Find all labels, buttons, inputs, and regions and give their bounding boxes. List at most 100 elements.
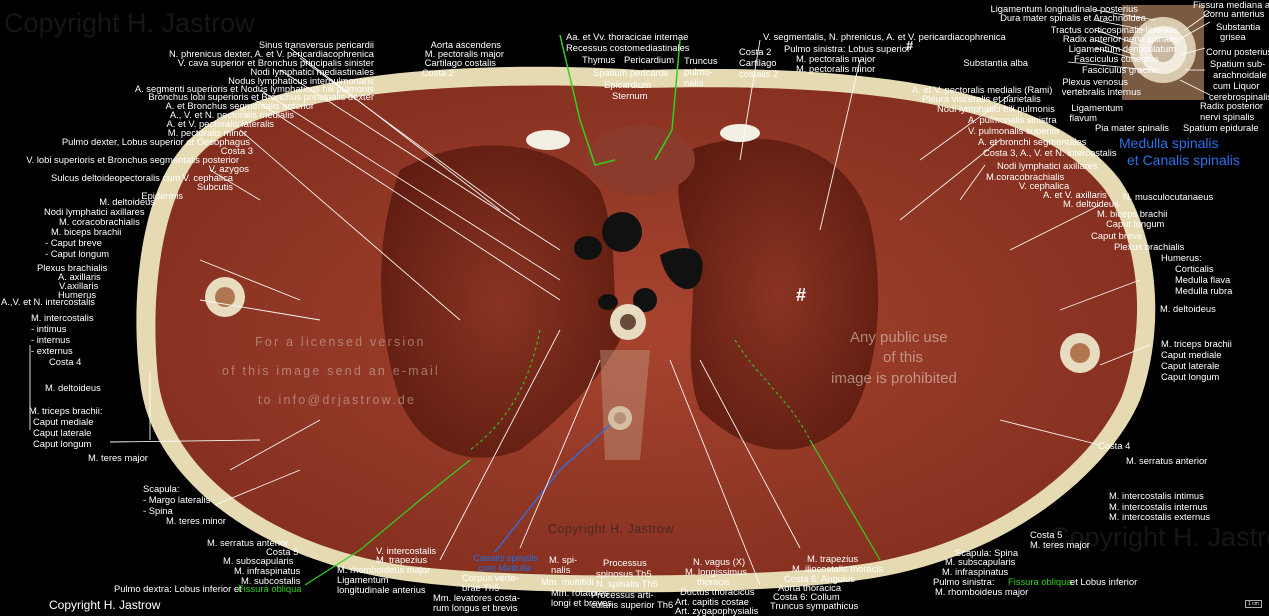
label: grisea — [1220, 31, 1246, 42]
label: Radix anterior nervi spinalis — [1062, 33, 1178, 44]
label: Dura mater spinalis et Arachnoidea — [1000, 12, 1146, 23]
label: M. pectoralis minor — [796, 63, 876, 74]
label: Costa 4 — [1098, 440, 1131, 451]
watermark-copyright-bottom: Copyright H. Jastrow — [1050, 522, 1269, 552]
label: Sternum — [612, 90, 648, 101]
label: M. subscapularis — [223, 555, 294, 566]
scale-bar: 1 cm — [1245, 600, 1262, 608]
label: arachnoidale — [1213, 69, 1267, 80]
label: M. teres major — [88, 452, 148, 463]
label: M. pectoralis major — [796, 53, 876, 64]
label: V. cava superior et Bronchus principalis… — [177, 57, 374, 68]
label: Costa 5 — [266, 546, 299, 557]
label: Thymus — [582, 54, 616, 65]
label: Costa 3, A., V. et N. intercostalis — [983, 147, 1117, 158]
label: M. teres major — [1030, 539, 1090, 550]
label: Radix posterior — [1200, 100, 1264, 111]
label: Mm. levatores costa- — [433, 592, 521, 603]
hash-mark-top: # — [906, 38, 914, 53]
label: - Spina — [143, 505, 173, 516]
label: Humerus — [58, 289, 97, 300]
label: A. et V. axillaris — [1043, 189, 1107, 200]
label: M. serratus anterior — [1126, 455, 1208, 466]
label: M. trapezius — [376, 554, 428, 565]
label: - Margo lateralis — [143, 494, 211, 505]
medulla-title-2: et Canalis spinalis — [1127, 152, 1240, 168]
label: Cornu anterius — [1203, 8, 1265, 19]
label: brae Th5 — [462, 582, 500, 593]
label: M.coracobrachialis — [986, 171, 1065, 182]
label: A. segmenti superioris et Nodus lymphati… — [134, 83, 374, 94]
label: Truncus — [684, 55, 718, 66]
label: - Caput longum — [45, 248, 110, 259]
label: M. deltoideus — [99, 196, 155, 207]
label: Epidermis — [141, 190, 183, 201]
watermark-public-3: image is prohibited — [831, 370, 957, 387]
label: Corticalis — [1175, 263, 1214, 274]
label-cum-medulla: cum Medulla — [478, 562, 532, 573]
label: Art. capitis costae — [675, 596, 749, 607]
label-fissura-obliqua-right: Fissura obliqua — [238, 583, 302, 594]
label: M. infraspinatus — [942, 566, 1009, 577]
label-fissura-obliqua-left: Fissura obliqua — [1008, 576, 1072, 587]
label: A. et Bronchus segmentalis anterior — [165, 100, 314, 111]
label: V. lobi superioris et Bronchus segmental… — [26, 154, 239, 165]
heart-region — [585, 125, 695, 195]
label: longi et breves — [551, 597, 612, 608]
label: nervi spinalis — [1200, 111, 1255, 122]
label: N. spinalis Th5 — [596, 578, 658, 589]
label: M. longissimus — [685, 566, 747, 577]
label: et Lobus inferior — [1070, 576, 1138, 587]
label: M. coracobrachialis — [59, 216, 140, 227]
label: A.,V. et N. intercostalis — [1, 296, 95, 307]
label: V. intercostalis — [376, 545, 437, 556]
label: Corpus verte- — [462, 572, 519, 583]
label: Humerus: — [1161, 252, 1202, 263]
hash-mark-lung: # — [796, 285, 807, 305]
label: N. phrenicus dexter, A. et V. pericardia… — [169, 48, 374, 59]
label: Ligamentum denticulatum — [1068, 43, 1176, 54]
label: Aorta ascendens — [430, 39, 501, 50]
label: Art. zygapophysialis — [675, 605, 759, 616]
watermark-public-2: of this — [883, 349, 924, 366]
label: M. teres minor — [166, 515, 226, 526]
label: V. segmentalis, N. phrenicus, A. et V. p… — [763, 31, 1006, 42]
label: Spatium sub- — [1210, 58, 1266, 69]
label: vertebralis internus — [1061, 86, 1141, 97]
label: Pericardium — [624, 54, 675, 65]
label: Caput laterale — [1161, 360, 1220, 371]
label: Nodi lymphatici axillares — [44, 206, 145, 217]
label: Spatium pericardii — [593, 67, 669, 78]
label: cularis superior Th6 — [591, 599, 674, 610]
label: M. pectoralis major — [424, 48, 504, 59]
right-lung — [381, 145, 620, 458]
label: Mm. multifidi — [541, 576, 594, 587]
label: Tractus corticospinalis lateralis — [1050, 24, 1178, 35]
medulla-title-1: Medulla spinalis — [1119, 135, 1219, 151]
label: Nodus lymphaticus interpulmonaris — [228, 75, 374, 86]
label: Sinus transversus pericardii — [258, 39, 374, 50]
label: Nodi lymphatici hili pulmonis — [937, 103, 1055, 114]
label: Cornu posterius — [1206, 46, 1269, 57]
watermark-copyright-top: Copyright H. Jastrow — [4, 8, 255, 38]
label: Processus — [603, 557, 647, 568]
label: M. triceps brachii — [1161, 338, 1232, 349]
label: cerebrospinalis — [1209, 91, 1269, 102]
label: Bronchus lobi superioris et Bronchus pri… — [148, 91, 374, 102]
label: A. et V. pectoralis medialis (Rami) — [912, 84, 1053, 95]
label: A., V. et N. pectoralis medialis — [169, 109, 294, 120]
label: M. serratus anterior — [207, 537, 289, 548]
label: Pleura visceralis et parietalis — [922, 93, 1041, 104]
label: Caput longum — [1161, 371, 1220, 382]
label: Substantia — [1216, 21, 1261, 32]
label: Caput laterale — [33, 427, 92, 438]
label: Recessus costomediastinales — [566, 42, 690, 53]
label: Pulmo sinistra: Lobus superior — [784, 43, 911, 54]
label: A. axillaris — [58, 271, 101, 282]
label: Plexus venosus — [1062, 76, 1128, 87]
label: Processus arti- — [591, 589, 654, 600]
label: N. vagus (X) — [693, 556, 746, 567]
label: Scapula: Spina — [955, 547, 1019, 558]
label: M. intercostalis — [31, 312, 94, 323]
label: M. triceps brachii: — [29, 405, 103, 416]
